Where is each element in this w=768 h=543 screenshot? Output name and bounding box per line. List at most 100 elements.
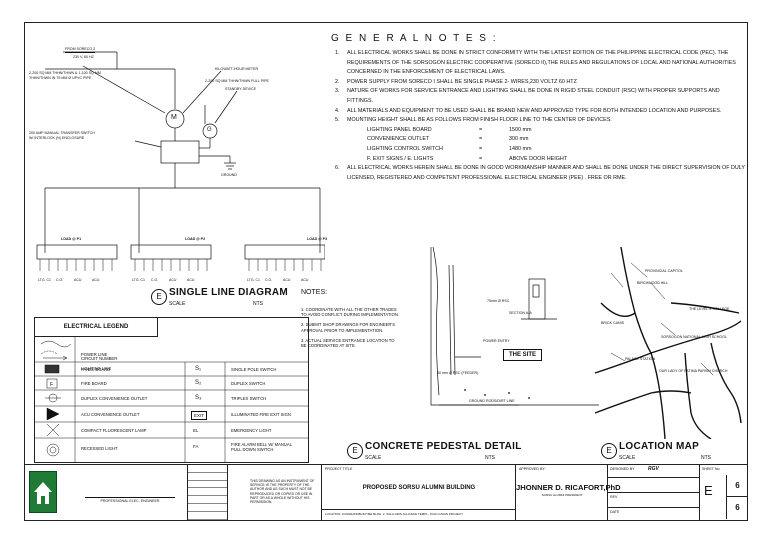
project-cell: PROJECT TITLE PROPOSED SORSU ALUMNI BUIL… xyxy=(321,465,516,520)
svg-text:ACU: ACU xyxy=(74,278,82,282)
sld-from-soreco: FROM SORECO 2 xyxy=(65,47,96,53)
note-4: ALL MATERIALS AND EQUIPMENT TO BE USED S… xyxy=(341,107,745,117)
location-nts: NTS xyxy=(701,455,711,461)
notes-title: NOTES: xyxy=(301,289,328,296)
approval-cell: APPROVED BY: JHONNER D. RICAFORT,PhD SOR… xyxy=(515,465,621,520)
note-5: MOUNTING HEIGHT SHALL BE AS FOLLOWS FROM… xyxy=(341,116,745,164)
legend-item: FIRE ALARM BELL W/ MANUAL PULL DOWN SWIT… xyxy=(231,442,292,452)
sld-title: SINGLE LINE DIAGRAM xyxy=(169,287,289,298)
map-label: OUR LADY OF FATIMA PARISH CHURCH xyxy=(659,369,728,373)
load-p1-label: LOAD @ P1 xyxy=(61,237,82,241)
mounting-row: LIGHTING PANEL BOARD=1500 mm xyxy=(367,126,532,133)
disclaimer-text: THIS DRAWING AS AN INSTRUMENT OF SERVICE… xyxy=(250,479,315,505)
sld-scale: SCALE xyxy=(169,301,186,307)
legend-item: POWER LINE xyxy=(81,352,108,357)
mounting-row: CONVENIENCE OUTLET=300 mm xyxy=(367,136,529,143)
legend-item: COMPACT FLUORESCENT LAMP xyxy=(81,428,147,433)
legend-symbols: F xyxy=(35,336,308,462)
approver-subtitle: SORSU ALUMNI PRESIDENT xyxy=(541,493,583,497)
sld-ground-label: GROUND xyxy=(221,173,237,177)
location-scale: SCALE xyxy=(619,455,636,461)
legend-item: PANEL BOARD xyxy=(81,367,111,372)
sheet-cell: SHEET No. E 6 6 xyxy=(699,465,748,520)
map-label: PROVINCIAL CAPITOL xyxy=(645,269,683,273)
sld-transfer-switch: 200 AMP MANUAL TRANSFER SWITCH W/ INTERL… xyxy=(29,131,95,140)
general-notes: ALL ELECTRICAL WORKS SHALL BE DONE IN ST… xyxy=(331,49,745,183)
map-label: BRICK CANIS xyxy=(601,321,624,325)
load-p3-label: LOAD @ P3 xyxy=(307,237,328,241)
sld-nts: NTS xyxy=(253,301,263,307)
pedestal-scale: SCALE xyxy=(365,455,382,461)
notes-item: 3. ACTUAL SERVICE ENTRANCE LOCATION TO B… xyxy=(301,337,395,349)
legend-item: DUPLEX CONVENIENCE OUTLET xyxy=(81,396,148,401)
svg-text:LTG. C1: LTG. C1 xyxy=(132,278,145,282)
sheet-number: 6 xyxy=(727,475,748,497)
disclaimer-cell: THIS DRAWING AS AN INSTRUMENT OF SERVICE… xyxy=(227,465,321,520)
pedestal-section: SECTION A-A xyxy=(509,311,532,315)
location-map-drawing xyxy=(594,246,742,439)
pedestal-label: 50 mm Ø RSC (FEEDER) xyxy=(437,371,479,375)
sld-genset-feeder: 2-200 SQ MM THHN/THWN FULL PIPE xyxy=(205,79,269,83)
note-3: NATURE OF WORKS FOR SERVICE ENTRANCE AND… xyxy=(341,87,745,106)
notes-item: 1. COORDINATE WITH ALL THE OTHER TRADES … xyxy=(301,307,400,318)
location-marker: E xyxy=(601,443,617,459)
project-title: PROPOSED SORSU ALUMNI BUILDING xyxy=(362,485,476,491)
svg-text:F: F xyxy=(50,382,53,388)
generator-symbol: G xyxy=(207,127,212,133)
svg-text:C.O.: C.O. xyxy=(265,278,272,282)
pedestal-detail-drawing xyxy=(430,246,599,406)
electrical-legend: ELECTRICAL LEGEND F xyxy=(34,317,309,463)
map-label: BIRCHWOOD HILL xyxy=(637,281,669,285)
meter-symbol: M xyxy=(171,114,177,121)
rev-label: REV xyxy=(610,495,618,499)
sheet-label: SHEET No. xyxy=(702,467,721,471)
legend-item: FIRE BOARD xyxy=(81,381,107,386)
note-6: ALL ELECTRICAL WORKS HEREIN SHALL BE DON… xyxy=(341,164,745,183)
legend-title: ELECTRICAL LEGEND xyxy=(35,318,158,337)
mounting-row: F. EXIT SIGNS / E. LIGHTS=ABOVE DOOR HEI… xyxy=(367,155,568,162)
svg-text:C.O.: C.O. xyxy=(56,278,63,282)
sld-supply: 230 V, 60 HZ xyxy=(73,55,94,59)
pedestal-nts: NTS xyxy=(485,455,495,461)
legend-symbol: S₂ xyxy=(195,380,202,386)
approved-label: APPROVED BY: xyxy=(519,467,546,471)
engineer-title: PROFESSIONAL ELEC. ENGINEER xyxy=(85,497,175,503)
load-p2-label: LOAD @ P2 xyxy=(185,237,206,241)
note-2: POWER SUPPLY FROM SORECO I SHALL BE SING… xyxy=(341,78,745,88)
seal-logo xyxy=(29,471,57,513)
location-title: LOCATION MAP xyxy=(619,441,700,452)
legend-item: RECESSED LIGHT xyxy=(81,446,118,451)
date-label: DATE xyxy=(610,510,620,514)
project-label: PROJECT TITLE xyxy=(325,467,353,471)
pedestal-marker: E xyxy=(347,443,363,459)
svg-text:ACU: ACU xyxy=(187,278,195,282)
pedestal-label: GROUND RODS/DIRT LINE xyxy=(469,399,515,403)
the-site-label: THE SITE xyxy=(503,349,543,361)
map-label: SORSOGON NATIONAL HIGH SCHOOL xyxy=(661,335,727,339)
svg-text:ACU: ACU xyxy=(92,278,100,282)
stamp-column xyxy=(187,465,227,520)
legend-symbol: EL xyxy=(193,428,199,433)
legend-item: TRIPLEX SWITCH xyxy=(231,396,267,401)
pedestal-label: POWER ENTRY xyxy=(483,339,510,343)
svg-text:ACU: ACU xyxy=(169,278,177,282)
approver-name: JHONNER D. RICAFORT,PhD xyxy=(516,483,621,492)
sld-marker: E xyxy=(151,289,167,305)
legend-symbol: S₃ xyxy=(195,395,202,401)
sheet-total: 6 xyxy=(735,503,740,512)
designed-label: DESIGNED BY xyxy=(610,467,635,471)
notes-list: 1. COORDINATE WITH ALL THE OTHER TRADES … xyxy=(301,307,401,348)
project-location: LOCATION: JONGRANDBUILT/ME BLDG. 2, SALA… xyxy=(325,512,463,516)
sld-standby: STANDBY DEVICE xyxy=(225,87,257,91)
mounting-heights: LIGHTING PANEL BOARD=1500 mm CONVENIENCE… xyxy=(347,126,745,164)
title-block: PROFESSIONAL ELEC. ENGINEER THIS DRAWING… xyxy=(25,464,748,520)
legend-symbol: S₁ xyxy=(195,366,202,372)
svg-text:LTG. C1: LTG. C1 xyxy=(38,278,51,282)
legend-item: DUPLEX SWITCH xyxy=(231,381,266,386)
sld-kilowatt-meter: KILOWATT-HOUR METER xyxy=(215,67,259,71)
legend-symbol: FA xyxy=(193,444,199,449)
legend-item: LIGHTING LINE xyxy=(81,366,112,371)
legend-item: ILLUMINATED FIRE EXIT SIGN xyxy=(231,412,291,417)
sld-service-conductors: 2-200 SQ MM THHN/THWN & 1-100 SQ MM THHN… xyxy=(29,71,101,80)
